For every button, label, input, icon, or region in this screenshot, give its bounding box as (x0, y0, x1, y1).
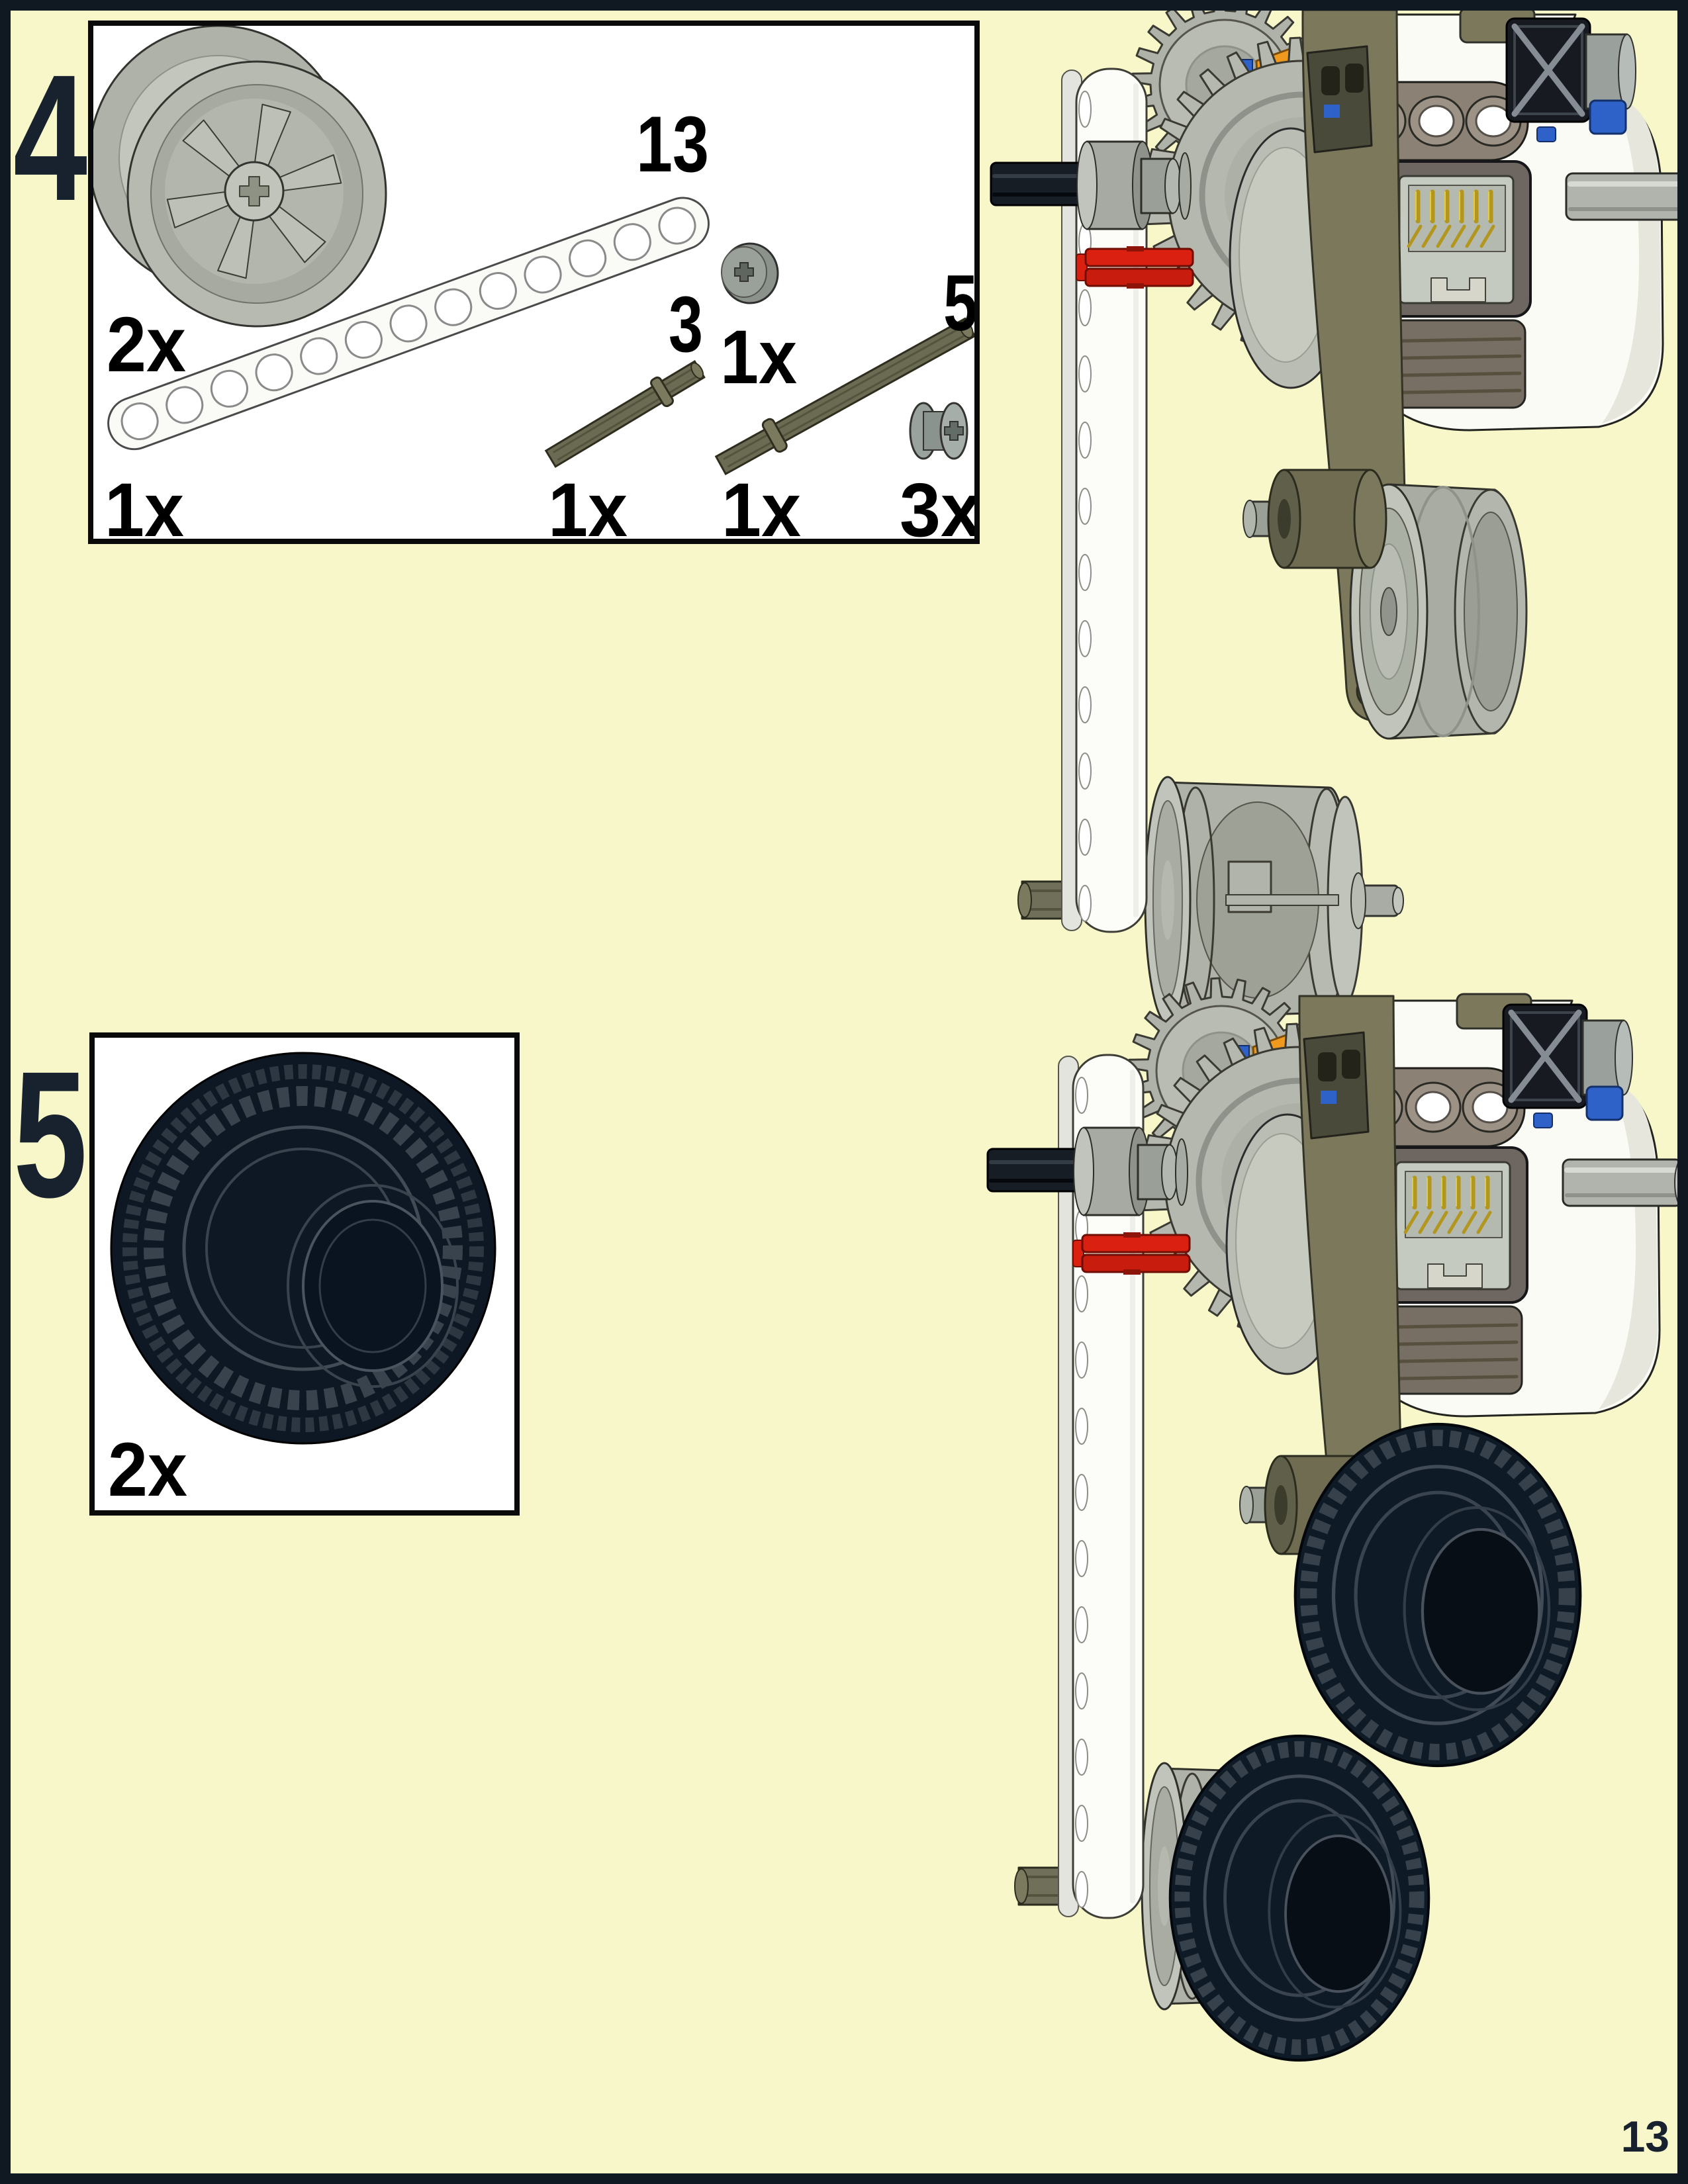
count-axle5: 1x (722, 468, 801, 539)
count-bushing: 3x (900, 468, 974, 539)
assembly-step4 (991, 0, 1688, 1023)
count-axle3: 1x (548, 468, 628, 539)
count-tire: 2x (108, 1428, 187, 1510)
length-label-axle3: 3 (669, 280, 703, 369)
assembly-step5 (988, 978, 1688, 2060)
half-bushing-part-icon (721, 242, 779, 304)
wheel-spokes (166, 103, 342, 279)
page-number: 13 (1620, 2112, 1669, 2161)
tire-upper (1295, 1424, 1581, 1766)
axle-5-part-icon (714, 317, 974, 476)
parts-box-step4: 2x 13 3 1x 5 1x 1x 1x 3x (88, 21, 980, 544)
axle-3-part-icon (544, 360, 706, 469)
length-label-axle5: 5 (943, 259, 974, 347)
tire-lower (1170, 1736, 1429, 2060)
count-half-bushing: 1x (720, 315, 797, 400)
step-number-4: 4 (13, 37, 87, 238)
step-number-5: 5 (13, 1034, 87, 1235)
beam-13-part-icon (107, 197, 710, 451)
count-wheel-hub: 2x (107, 301, 186, 388)
length-label-beam: 13 (636, 100, 709, 189)
tire-part-icon (110, 1052, 496, 1445)
wheel-hub-part-icon (93, 26, 387, 328)
bushing-part-icon (909, 402, 968, 460)
parts-box-step5: 2x (89, 1032, 520, 1516)
count-beam: 1x (105, 468, 184, 539)
